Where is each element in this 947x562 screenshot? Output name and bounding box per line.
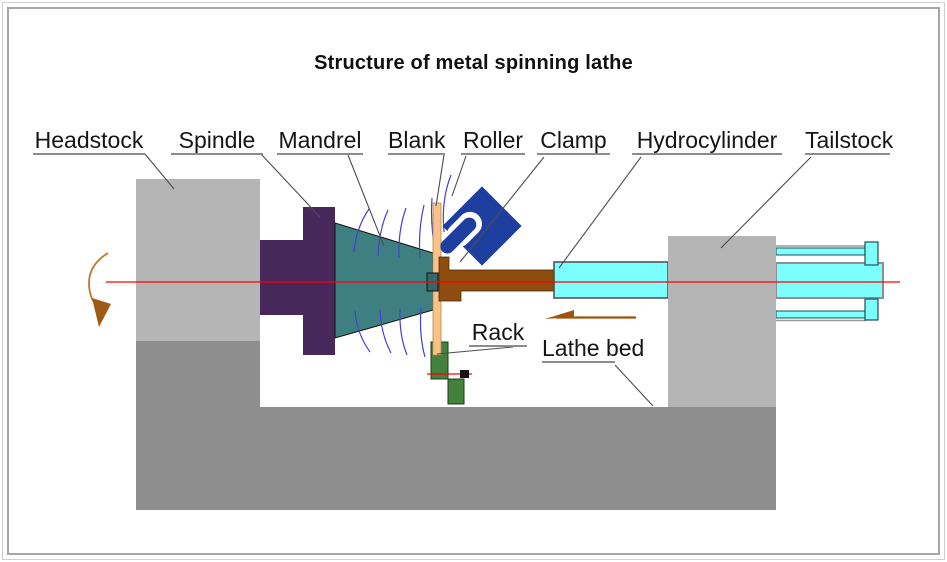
- label-lathe-bed: Lathe bed: [542, 335, 645, 363]
- label-mandrel: Mandrel: [277, 127, 363, 155]
- rod-end-cap-bottom: [864, 298, 879, 321]
- headstock-block: [136, 179, 260, 341]
- leader-lines: [144, 153, 812, 407]
- label-spindle: Spindle: [171, 128, 263, 155]
- diagram-title: Structure of metal spinning lathe: [314, 52, 633, 74]
- leader-hydrocylinder: [558, 156, 642, 269]
- leader-blank: [435, 154, 445, 207]
- roller-tool: [440, 186, 522, 266]
- leader-rack: [436, 346, 514, 355]
- tailstock-block: [668, 236, 776, 407]
- mandrel-cone: [334, 222, 434, 339]
- label-clamp: Clamp: [537, 128, 610, 155]
- rotation-arrow-icon: [88, 252, 111, 327]
- hydrocylinder-barrel: [553, 261, 669, 299]
- spindle-shape: [260, 207, 335, 355]
- leader-mandrel: [347, 154, 385, 247]
- label-tailstock: Tailstock: [805, 127, 894, 155]
- leader-clamp: [459, 156, 545, 263]
- feed-direction-arrow-icon: [545, 310, 636, 319]
- hydrocylinder-body: [775, 262, 884, 299]
- label-headstock: Headstock: [33, 127, 145, 155]
- lathe-bed-block: [136, 341, 776, 510]
- label-rack: Rack: [469, 320, 527, 347]
- leader-headstock: [144, 153, 175, 190]
- label-blank: Blank: [388, 127, 446, 155]
- leader-spindle: [260, 153, 321, 218]
- rack-block: [430, 341, 465, 405]
- label-roller: Roller: [461, 127, 525, 155]
- clamp-arm: [438, 256, 555, 302]
- rod-end-cap-top: [864, 241, 879, 266]
- leader-roller: [451, 155, 467, 197]
- leader-lathe-bed: [614, 364, 654, 407]
- label-hydrocylinder: Hydrocylinder: [632, 128, 782, 155]
- tie-rod-top: [775, 247, 867, 256]
- leader-tailstock: [720, 156, 812, 249]
- tie-rod-bottom: [775, 310, 867, 319]
- rack-marker: [460, 370, 469, 378]
